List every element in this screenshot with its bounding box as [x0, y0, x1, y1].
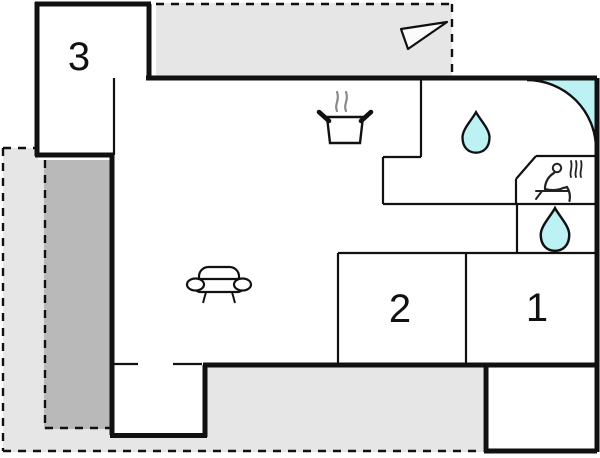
wc-water-drop-icon [539, 205, 571, 253]
room-2-label: 2 [389, 287, 411, 331]
terrace-balcony-area [156, 3, 452, 78]
bathroom-water-drop-icon [461, 109, 491, 154]
interior-walls [112, 78, 597, 366]
entrance-alcove-area [113, 364, 206, 436]
north-arrow-icon [399, 20, 449, 51]
room-1-label: 1 [526, 286, 548, 330]
sauna-icon [535, 160, 583, 203]
corner-shower [527, 80, 596, 149]
room-3-label: 3 [68, 35, 90, 79]
steam-lines [335, 90, 348, 113]
shaded-patio-area [44, 160, 110, 429]
stove-pot-icon [316, 90, 374, 145]
sauna-steam-lines [569, 160, 583, 178]
utility-annex-area [486, 366, 597, 451]
exterior-walls [34, 1, 600, 454]
terrace-boundary-dashed [1, 2, 483, 453]
room-3-area [35, 2, 153, 157]
sofa-icon [185, 265, 253, 304]
